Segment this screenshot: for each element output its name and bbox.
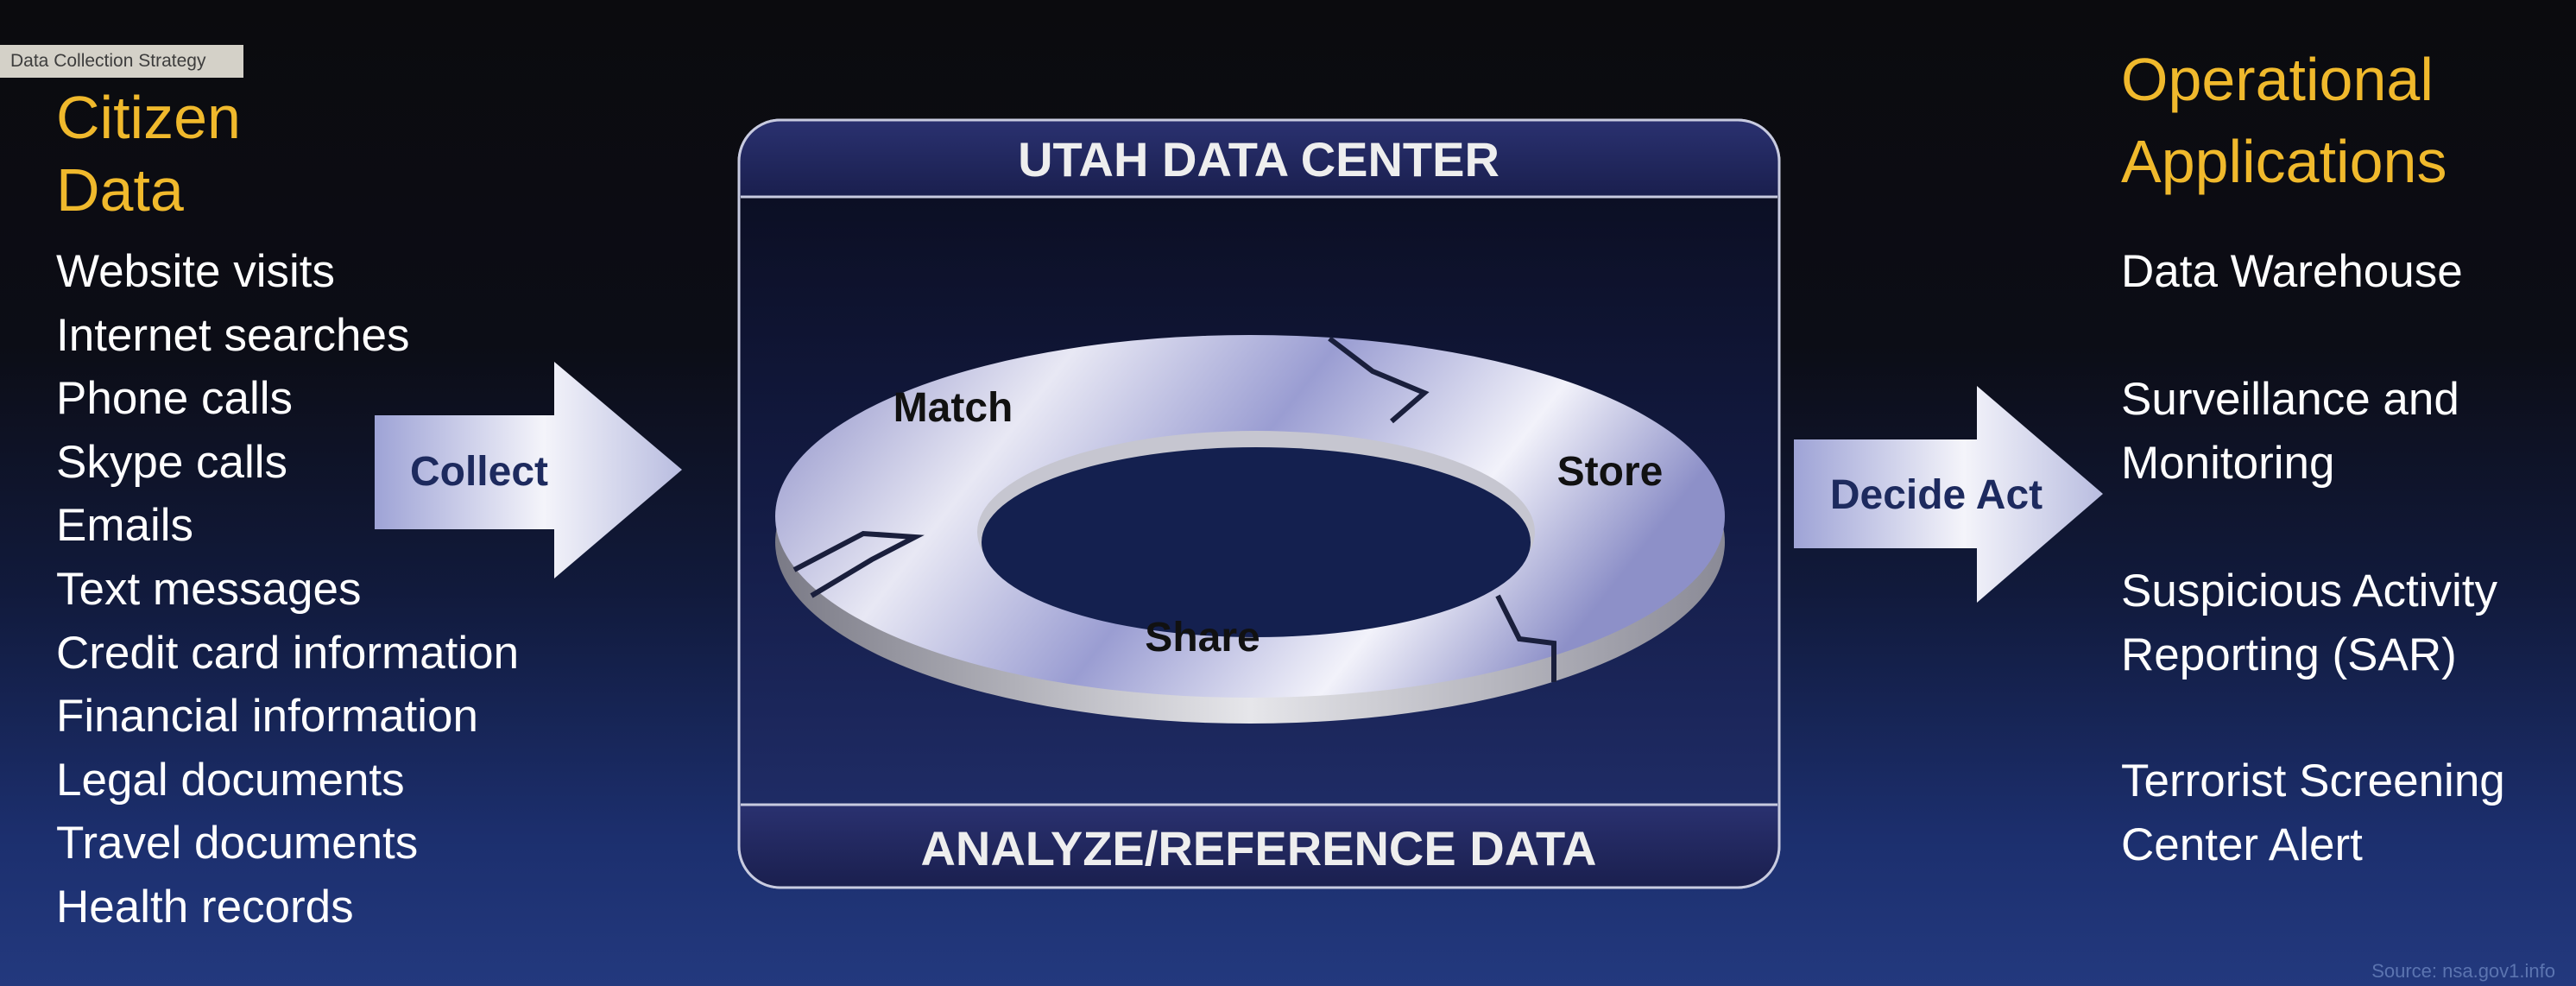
heading-line: Applications	[2121, 128, 2447, 195]
tooltip: Data Collection Strategy	[0, 45, 243, 78]
cycle-ring: Match Store Share	[775, 335, 1725, 724]
decide-act-arrow: Decide Act	[1794, 386, 2103, 603]
arrow-shape	[375, 362, 682, 578]
list-item-line: Suspicious Activity	[2121, 566, 2497, 616]
list-item: Emails	[56, 500, 194, 552]
list-item: Internet searches	[56, 309, 410, 361]
share-label: Share	[1145, 615, 1260, 660]
list-item: Surveillance and Monitoring	[2121, 368, 2505, 559]
list-item: Terrorist Screening Center Alert	[2121, 749, 2505, 877]
list-item-line: Surveillance and	[2121, 374, 2459, 425]
decide-act-label: Decide Act	[1830, 472, 2042, 518]
list-item-line: Terrorist Screening	[2121, 755, 2505, 806]
heading-line: Operational	[2121, 46, 2434, 113]
heading-line: Data	[56, 156, 184, 224]
citizen-data-list: Website visits Internet searches Phone c…	[56, 240, 519, 939]
list-item-line: Monitoring	[2121, 438, 2335, 489]
box-footer: ANALYZE/REFERENCE DATA	[920, 821, 1596, 875]
applications-list: Data Warehouse Surveillance and Monitori…	[2121, 240, 2505, 877]
list-item: Credit card information	[56, 627, 520, 679]
list-item: Text messages	[56, 563, 362, 615]
list-item: Suspicious Activity Reporting (SAR)	[2121, 559, 2505, 749]
list-item: Phone calls	[56, 373, 294, 425]
citizen-data-heading: Citizen Data	[56, 81, 241, 226]
arrow-shape	[1794, 386, 2103, 603]
operational-applications-heading: Operational Applications	[2121, 39, 2447, 203]
list-item: Financial information	[56, 691, 479, 743]
match-label: Match	[893, 385, 1013, 431]
heading-line: Citizen	[56, 84, 241, 151]
list-item-line: Data Warehouse	[2121, 246, 2463, 297]
list-item: Travel documents	[56, 818, 419, 869]
list-item: Health records	[56, 881, 354, 932]
list-item: Skype calls	[56, 436, 288, 488]
list-item: Data Warehouse	[2121, 240, 2505, 368]
collect-label: Collect	[410, 449, 548, 495]
source-credit: Source: nsa.gov1.info	[2371, 960, 2555, 982]
list-item-line: Center Alert	[2121, 819, 2363, 870]
list-item: Website visits	[56, 246, 335, 297]
collect-arrow: Collect	[375, 362, 682, 578]
store-label: Store	[1557, 449, 1664, 495]
list-item: Legal documents	[56, 754, 405, 806]
box-title: UTAH DATA CENTER	[1018, 132, 1500, 186]
list-item-line: Reporting (SAR)	[2121, 629, 2457, 680]
